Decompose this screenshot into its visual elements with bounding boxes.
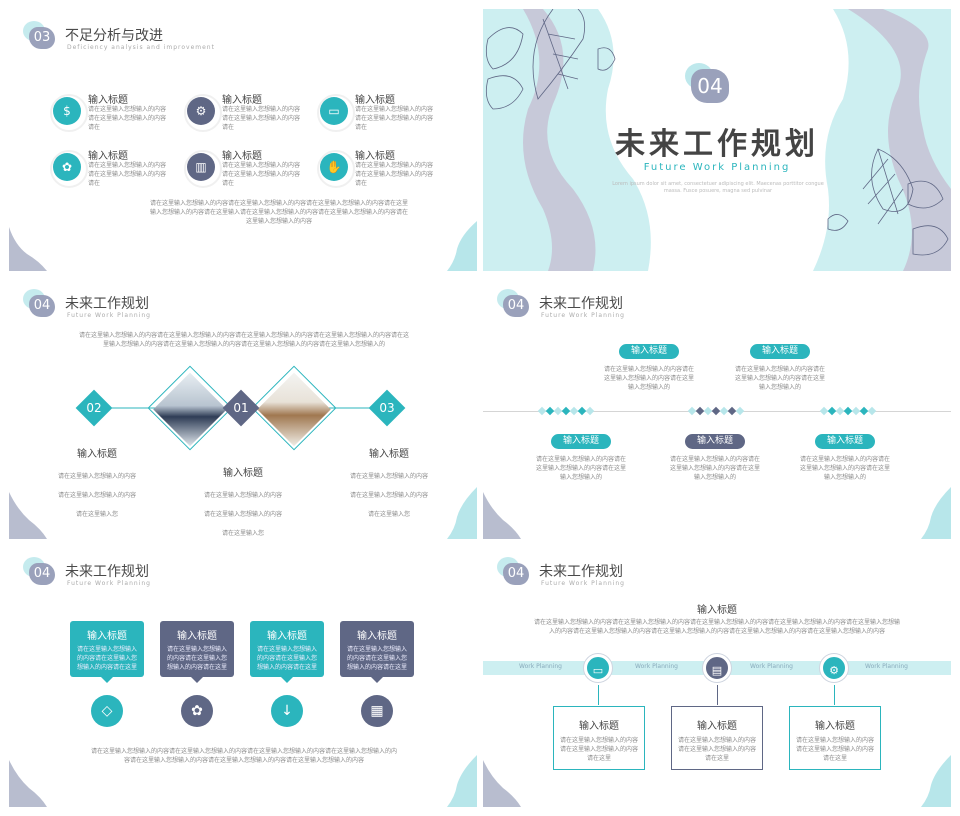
slide-subtitle: Future Work Planning xyxy=(541,312,625,319)
node-block: 输入标题 请在这里输入您想输入的内容请在这里输入您想输入的内容请在这里输入您 xyxy=(57,449,136,518)
feature-item: ⚙ 输入标题 请在这里输入您想输入的内容请在这里输入您想输入的内容请在 xyxy=(184,91,317,139)
monitor-icon: ▭ xyxy=(584,654,612,682)
handshake-icon: ✋ xyxy=(317,150,355,188)
bottom-item-text: 请在这里输入您想输入的内容请在这里输入您想输入的内容请在这里输入您想输入的 xyxy=(536,456,627,481)
slide-subtitle: Future Work Planning xyxy=(67,312,151,319)
plan-card: 输入标题请在这里输入您想输入的内容请在这里输入您想输入的内容请在这里 xyxy=(160,621,234,677)
node-marker: 02 xyxy=(75,389,113,427)
top-item-label: 输入标题 xyxy=(619,344,679,359)
slide-future-work-boxes[interactable]: 04 未来工作规划 Future Work Planning 输入标题 请在这里… xyxy=(483,545,951,807)
node-block: 输入标题 请在这里输入您想输入的内容请在这里输入您想输入的内容请在这里输入您 xyxy=(203,468,282,537)
bar-chart-icon: ▥ xyxy=(184,150,222,188)
slide-future-work-timeline[interactable]: 04 未来工作规划 Future Work Planning 输入标题 请在这里… xyxy=(483,277,951,539)
timeline-marker xyxy=(735,406,745,416)
section-number-badge: 04 xyxy=(23,557,55,587)
plan-card: 输入标题请在这里输入您想输入的内容请在这里输入您想输入的内容请在这里 xyxy=(250,621,324,677)
slide-future-work-cards[interactable]: 04 未来工作规划 Future Work Planning 输入标题请在这里输… xyxy=(9,545,477,807)
cover-title: 未来工作规划 xyxy=(615,127,819,162)
timeline-marker xyxy=(585,406,595,416)
intro-text: 请在这里输入您想输入的内容请在这里输入您想输入的内容请在这里输入您想输入的内容请… xyxy=(79,332,410,348)
footer-text: 请在这里输入您想输入的内容请在这里输入您想输入的内容请在这里输入您想输入的内容请… xyxy=(149,200,408,225)
bottom-item-label: 输入标题 xyxy=(685,434,745,449)
slide-subtitle: Deficiency analysis and improvement xyxy=(67,44,215,51)
slide-subtitle: Future Work Planning xyxy=(67,580,151,587)
cover-subtitle: Future Work Planning xyxy=(643,162,791,173)
plan-box: 输入标题请在这里输入您想输入的内容请在这里输入您想输入的内容请在这里 xyxy=(671,706,763,770)
footer-text: 请在这里输入您想输入的内容请在这里输入您想输入的内容请在这里输入您想输入的内容请… xyxy=(90,748,397,764)
section-number-badge: 03 xyxy=(23,21,55,51)
desk-photo xyxy=(251,365,337,451)
cover-description: Lorem ipsum dolor sit amet, consectetuer… xyxy=(612,181,824,194)
top-item-label: 输入标题 xyxy=(750,344,810,359)
section-number-badge: 04 xyxy=(23,289,55,319)
section-description: 请在这里输入您想输入的内容请在这里输入您想输入的内容请在这里输入您想输入的内容请… xyxy=(533,619,900,635)
bottom-item-text: 请在这里输入您想输入的内容请在这里输入您想输入的内容请在这里输入您想输入的 xyxy=(670,456,761,481)
money-icon: $ xyxy=(50,94,88,132)
bottom-item-label: 输入标题 xyxy=(815,434,875,449)
section-number-badge: 04 xyxy=(497,557,529,587)
chart-down-icon: ↓ xyxy=(271,695,303,727)
feature-item: ▭ 输入标题 请在这里输入您想输入的内容请在这里输入您想输入的内容请在 xyxy=(317,91,450,139)
section-number-badge: 04 xyxy=(497,289,529,319)
timeline-marker xyxy=(867,406,877,416)
feature-item: ✋ 输入标题 请在这里输入您想输入的内容请在这里输入您想输入的内容请在 xyxy=(317,147,450,195)
bottom-item-label: 输入标题 xyxy=(551,434,611,449)
section-number-badge: 04 xyxy=(691,69,729,103)
top-item-text: 请在这里输入您想输入的内容请在这里输入您想输入的内容请在这里输入您想输入的 xyxy=(604,366,695,391)
diamond-icon: ◇ xyxy=(91,695,123,727)
node-block: 输入标题 请在这里输入您想输入的内容请在这里输入您想输入的内容请在这里输入您 xyxy=(349,449,428,518)
plant-hand-icon: ✿ xyxy=(181,695,213,727)
plan-box: 输入标题请在这里输入您想输入的内容请在这里输入您想输入的内容请在这里 xyxy=(553,706,645,770)
slide-title: 未来工作规划 xyxy=(65,296,149,312)
feature-item: $ 输入标题 请在这里输入您想输入的内容请在这里输入您想输入的内容请在 xyxy=(50,91,183,139)
slide-subtitle: Future Work Planning xyxy=(541,580,625,587)
slide-title: 未来工作规划 xyxy=(539,296,623,312)
node-marker: 01 xyxy=(222,389,260,427)
feature-item: ✿ 输入标题 请在这里输入您想输入的内容请在这里输入您想输入的内容请在 xyxy=(50,147,183,195)
monitor-icon: ▭ xyxy=(317,94,355,132)
plan-card: 输入标题请在这里输入您想输入的内容请在这里输入您想输入的内容请在这里 xyxy=(340,621,414,677)
calculator-icon: ▦ xyxy=(361,695,393,727)
slide-deficiency-analysis[interactable]: 03 不足分析与改进 Deficiency analysis and impro… xyxy=(9,9,477,271)
feature-item: ▥ 输入标题 请在这里输入您想输入的内容请在这里输入您想输入的内容请在 xyxy=(184,147,317,195)
node-marker: 03 xyxy=(368,389,406,427)
slide-title: 未来工作规划 xyxy=(539,564,623,580)
bottom-item-text: 请在这里输入您想输入的内容请在这里输入您想输入的内容请在这里输入您想输入的 xyxy=(800,456,891,481)
gear-money-icon: ⚙ xyxy=(184,94,222,132)
slide-title: 未来工作规划 xyxy=(65,564,149,580)
slide-future-work-diamonds[interactable]: 04 未来工作规划 Future Work Planning 请在这里输入您想输… xyxy=(9,277,477,539)
slide-future-work-cover[interactable]: 04 未来工作规划 Future Work Planning Lorem ips… xyxy=(483,9,951,271)
certificate-icon: ▤ xyxy=(703,654,731,682)
section-heading: 输入标题 xyxy=(697,605,737,616)
top-item-text: 请在这里输入您想输入的内容请在这里输入您想输入的内容请在这里输入您想输入的 xyxy=(735,366,826,391)
plan-card: 输入标题请在这里输入您想输入的内容请在这里输入您想输入的内容请在这里 xyxy=(70,621,144,677)
slide-title: 不足分析与改进 xyxy=(65,28,163,44)
gear-icon: ⚙ xyxy=(820,654,848,682)
plant-hand-icon: ✿ xyxy=(50,150,88,188)
plan-box: 输入标题请在这里输入您想输入的内容请在这里输入您想输入的内容请在这里 xyxy=(789,706,881,770)
office-photo xyxy=(147,365,233,451)
